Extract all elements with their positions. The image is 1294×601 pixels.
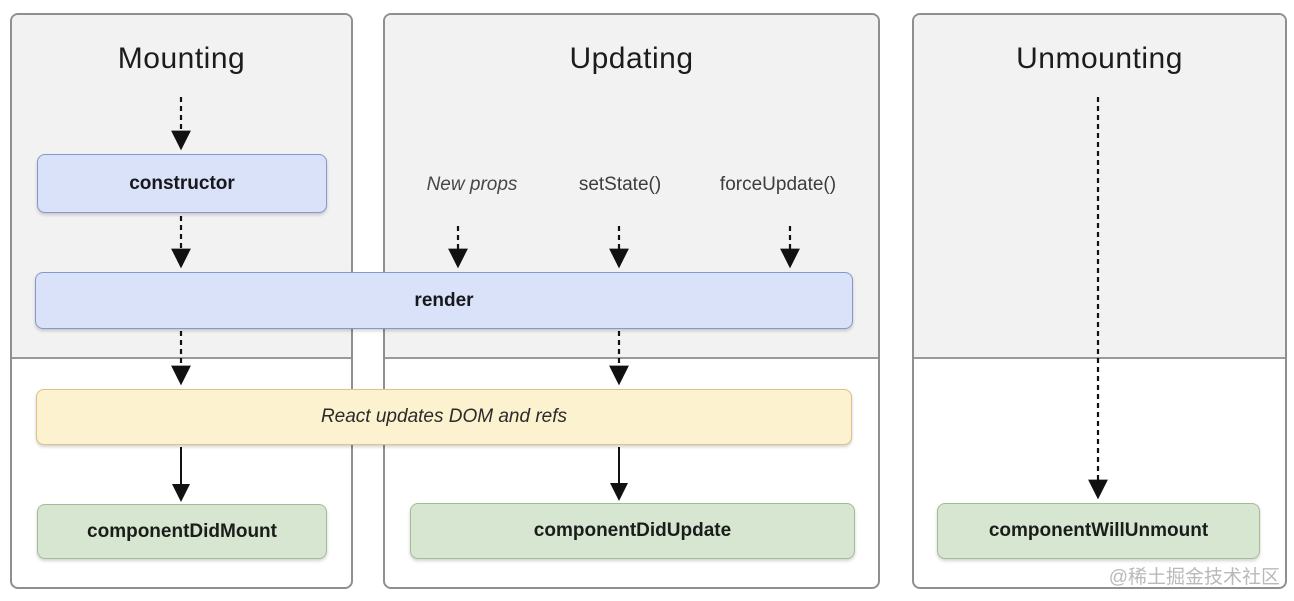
component-did-update-node: componentDidUpdate [410, 503, 855, 559]
updating-title: Updating [569, 42, 694, 75]
juejin-watermark: @稀土掘金技术社区 [1108, 567, 1280, 588]
unmounting-title: Unmounting [1016, 42, 1183, 75]
constructor-node: constructor [37, 154, 327, 213]
render-node: render [35, 272, 853, 329]
react-updates-dom-node: React updates DOM and refs [36, 389, 852, 445]
panel-unmounting-header [914, 15, 1285, 359]
component-did-mount-node: componentDidMount [37, 504, 327, 559]
component-will-unmount-node: componentWillUnmount [937, 503, 1260, 559]
force-update-label: forceUpdate() [719, 174, 837, 195]
mounting-title: Mounting [117, 42, 246, 75]
new-props-label: New props [426, 174, 518, 195]
panel-unmounting [912, 13, 1287, 589]
set-state-label: setState() [578, 174, 662, 195]
